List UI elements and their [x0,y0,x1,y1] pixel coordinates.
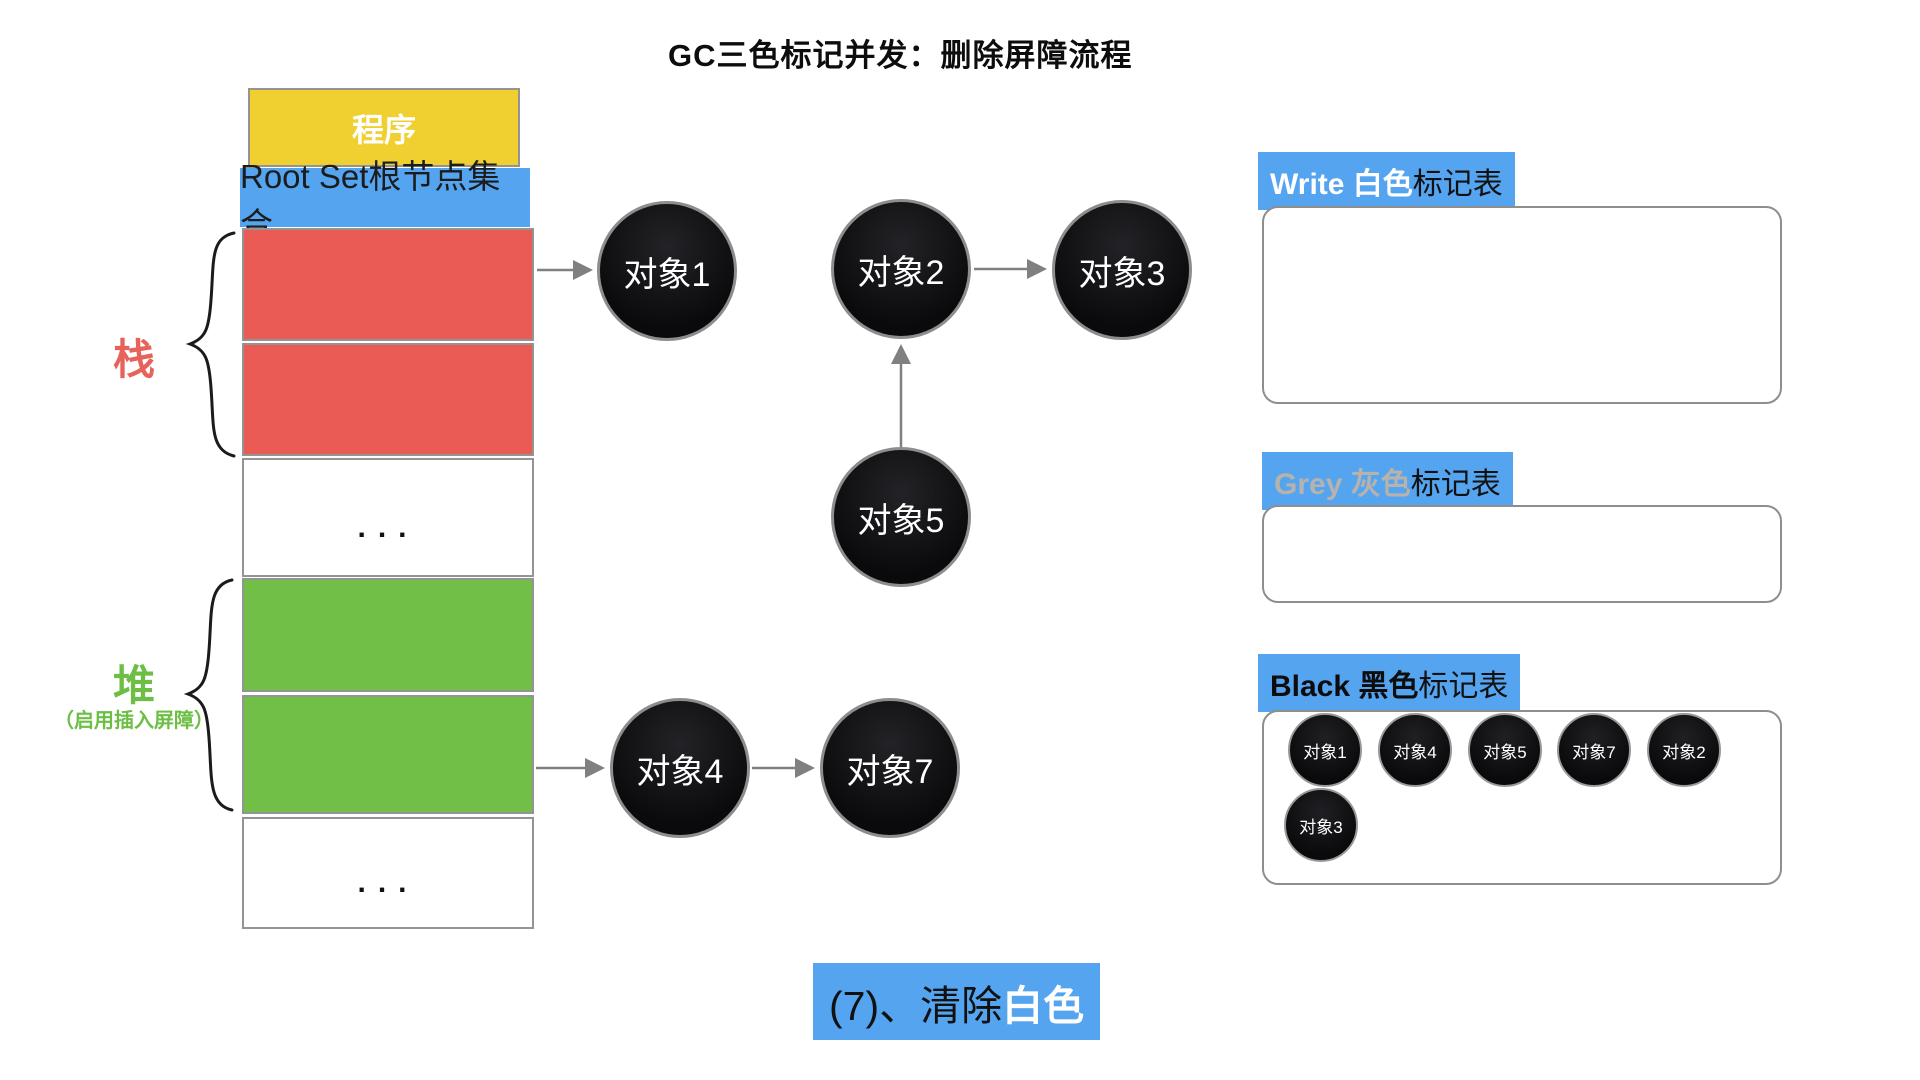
object-node-1: 对象1 [597,201,737,341]
heap-label: 堆 [112,662,155,709]
black-table-label: Black 黑色标记表 [1258,654,1521,712]
grey-table-label-zh: 标记表 [1410,468,1501,501]
black-table-item: 对象1 [1288,713,1362,787]
page-title: GC三色标记并发：删除屏障流程 [668,38,1133,73]
stack-label: 栈 [112,336,155,383]
black-table-item: 对象3 [1284,788,1358,862]
white-table-label: Write 白色标记表 [1258,152,1515,210]
node-label: 对象1 [623,255,711,294]
heap-ellipsis-box: ... [242,817,534,929]
heap-frame-1 [242,578,534,692]
ellipsis-text: ... [357,866,419,899]
caption-highlight: 白色 [1002,982,1085,1029]
node-label: 对象2 [857,253,945,292]
black-table-item: 对象2 [1647,713,1721,787]
object-node-4: 对象4 [610,698,750,838]
object-node-5: 对象5 [831,447,971,587]
white-table-box [1262,206,1782,404]
black-table-box: 对象1 对象4 对象5 对象7 对象2 对象3 [1262,710,1782,885]
node-label: 对象5 [857,501,945,540]
grey-table-label: Grey 灰色标记表 [1262,452,1513,510]
grey-table-box [1262,505,1782,603]
stack-brace [185,231,236,458]
node-label: 对象4 [636,752,724,791]
node-label: 对象3 [1078,254,1166,293]
node-label: 对象7 [846,752,934,791]
object-node-3: 对象3 [1052,200,1192,340]
black-table-item: 对象7 [1557,713,1631,787]
stack-frame-1 [242,228,534,341]
caption-badge: (7)、清除白色 [813,963,1101,1040]
black-table-item: 对象4 [1378,713,1452,787]
white-table-label-zh: 标记表 [1412,168,1503,201]
heap-brace [183,578,234,812]
caption-prefix: (7)、清除 [829,982,1003,1029]
black-table-label-zh: 标记表 [1418,670,1509,703]
object-node-7: 对象7 [820,698,960,838]
stack-frame-2 [242,343,534,456]
program-box: 程序 [248,88,520,167]
black-table-item: 对象5 [1468,713,1542,787]
rootset-box: Root Set根节点集合 [240,158,530,243]
stack-ellipsis-box: ... [242,458,534,577]
heap-note: （启用插入屏障） [54,710,214,732]
heap-frame-2 [242,695,534,814]
grey-table-label-en: Grey 灰色 [1274,468,1411,501]
white-table-label-en: Write 白色 [1270,168,1413,201]
program-label: 程序 [351,111,416,148]
object-node-2: 对象2 [831,199,971,339]
ellipsis-text: ... [357,510,419,544]
black-table-label-en: Black 黑色 [1270,670,1419,703]
